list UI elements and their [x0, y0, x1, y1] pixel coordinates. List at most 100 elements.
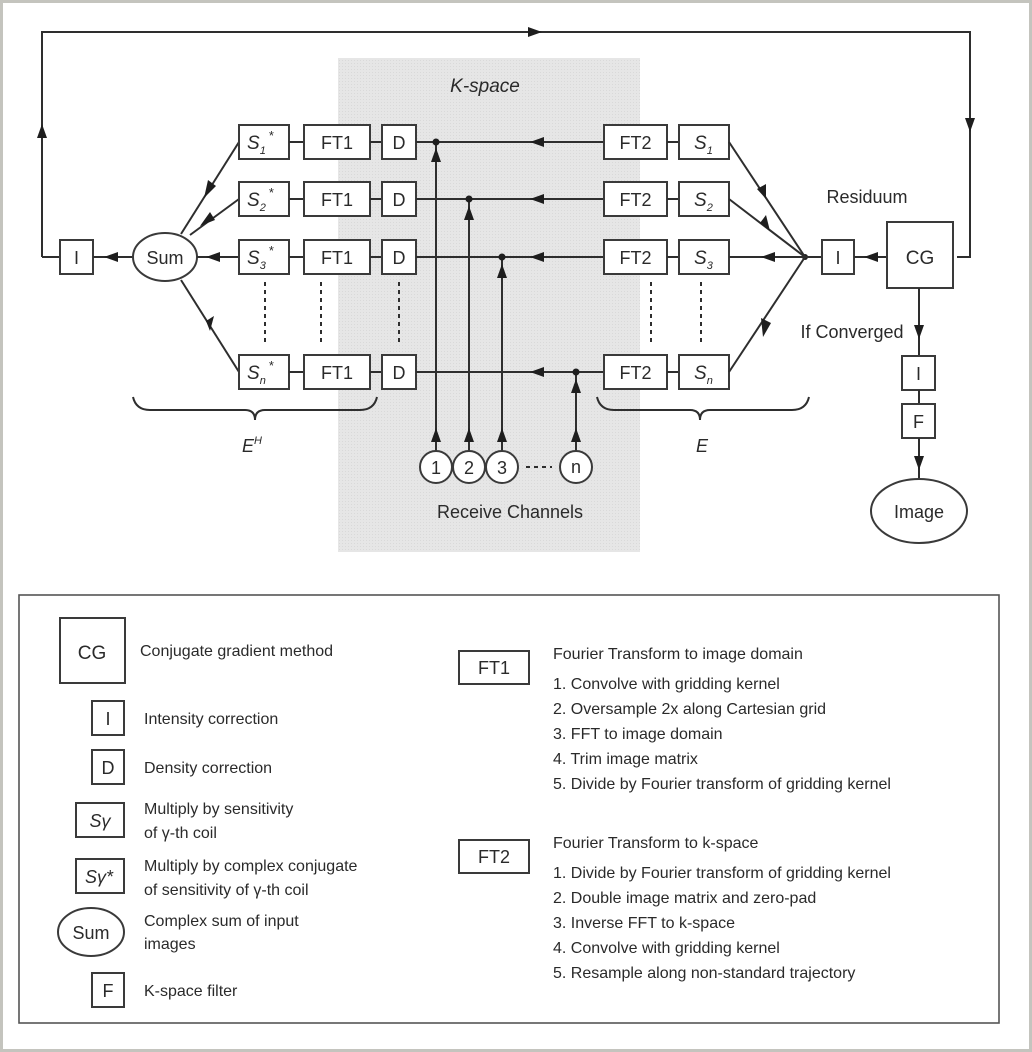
svg-text:I: I [916, 364, 921, 384]
arrow-left-icon [864, 252, 878, 262]
svg-text:F: F [913, 412, 924, 432]
arrow-up-icon [431, 148, 441, 162]
svg-text:I: I [74, 248, 79, 268]
svg-text:Image: Image [894, 502, 944, 522]
ft2-box [603, 354, 668, 390]
arrow-icon [757, 184, 766, 199]
svg-text:1: 1 [431, 458, 441, 478]
cg-box [886, 221, 954, 289]
ft1-box [303, 181, 371, 217]
legend-sum-text-1: Complex sum of input [144, 913, 299, 930]
density-correction-box [381, 124, 417, 160]
svg-text:I: I [105, 709, 110, 729]
svg-text:Sum: Sum [146, 248, 183, 268]
svg-text:D: D [393, 363, 406, 383]
legend-sconj-symbol [75, 858, 125, 894]
arrow-up-icon [464, 206, 474, 220]
svg-text:CG: CG [78, 643, 107, 664]
e-brace [596, 396, 810, 421]
legend-step: 1. Convolve with gridding kernel [553, 676, 780, 693]
legend-step: 3. Inverse FFT to k-space [553, 915, 735, 932]
arrow-down-icon [965, 118, 975, 132]
legend-cg-symbol [59, 617, 126, 684]
if-converged-label: If Converged [800, 322, 903, 342]
svg-text:D: D [393, 133, 406, 153]
arrow-left-icon [530, 367, 544, 377]
kspace-label: K-space [450, 76, 520, 97]
svg-text:FT1: FT1 [321, 133, 353, 153]
legend-d-symbol [91, 749, 125, 785]
legend-step: 1. Divide by Fourier transform of griddi… [553, 865, 891, 882]
arrow-left-icon [104, 252, 118, 262]
receive-channel-2: 2 [452, 450, 486, 484]
arrow-up-icon [571, 428, 581, 442]
e-label: E [696, 436, 709, 456]
legend-step: 2. Double image matrix and zero-pad [553, 890, 816, 907]
arrow-up-icon [37, 124, 47, 138]
conj-sensitivity-box [238, 239, 290, 275]
svg-text:FT2: FT2 [619, 133, 651, 153]
legend-i-symbol [91, 700, 125, 736]
arrow-up-icon [571, 379, 581, 393]
legend-f-symbol [91, 972, 125, 1008]
receive-channel-n: n [559, 450, 593, 484]
svg-text:FT2: FT2 [619, 190, 651, 210]
arrow-up-icon [464, 428, 474, 442]
image-output-node [870, 478, 968, 544]
legend-s-text-1: Multiply by sensitivity [144, 801, 293, 818]
arrow-up-icon [431, 428, 441, 442]
svg-text:I: I [835, 248, 840, 268]
svg-text:D: D [393, 248, 406, 268]
svg-text:Sum: Sum [72, 923, 109, 943]
svg-text:D: D [393, 190, 406, 210]
svg-text:CG: CG [906, 248, 935, 269]
arrow-up-icon [497, 264, 507, 278]
svg-text:Sγ*: Sγ* [85, 867, 114, 887]
svg-text:3: 3 [497, 458, 507, 478]
receive-channels-label: Receive Channels [437, 502, 583, 522]
svg-text:FT1: FT1 [321, 190, 353, 210]
arrow-left-icon [530, 194, 544, 204]
arrow-icon [200, 212, 215, 226]
legend-ft1-title: Fourier Transform to image domain [553, 646, 803, 663]
arrow-icon [760, 215, 770, 231]
ft2-box [603, 239, 668, 275]
svg-text:FT1: FT1 [478, 658, 510, 678]
legend-ft2-title: Fourier Transform to k-space [553, 835, 759, 852]
svg-text:D: D [102, 758, 115, 778]
legend-d-text: Density correction [144, 760, 272, 777]
legend-ft2-symbol [458, 839, 530, 874]
svg-text:n: n [571, 457, 581, 477]
svg-text:FT2: FT2 [478, 847, 510, 867]
svg-text:FT1: FT1 [321, 248, 353, 268]
arrow-right-icon [528, 27, 542, 37]
arrow-icon [761, 318, 771, 337]
arrow-left-icon [530, 137, 544, 147]
legend-cg-text: Conjugate gradient method [140, 643, 333, 660]
eh-brace [132, 396, 378, 421]
legend-sconj-text-1: Multiply by complex conjugate [144, 858, 358, 875]
residuum-label: Residuum [826, 187, 907, 207]
ft1-box [303, 354, 371, 390]
legend-s-symbol [75, 802, 125, 838]
arrow-up-icon [497, 428, 507, 442]
svg-text:Sγ: Sγ [89, 811, 111, 831]
svg-text:F: F [103, 981, 114, 1001]
svg-text:FT2: FT2 [619, 248, 651, 268]
legend-step: 3. FFT to image domain [553, 726, 723, 743]
legend-sconj-text-2: of sensitivity of γ-th coil [144, 882, 309, 899]
sensitivity-box [678, 239, 730, 275]
legend-step: 2. Oversample 2x along Cartesian grid [553, 701, 826, 718]
ft2-box [603, 181, 668, 217]
legend-sum-text-2: images [144, 936, 196, 953]
receive-channel-3: 3 [485, 450, 519, 484]
arrow-left-icon [761, 252, 775, 262]
intensity-correction-box-output [901, 355, 936, 391]
feedback-loop-line [41, 31, 971, 258]
sensitivity-box [678, 354, 730, 390]
legend-i-text: Intensity correction [144, 711, 278, 728]
